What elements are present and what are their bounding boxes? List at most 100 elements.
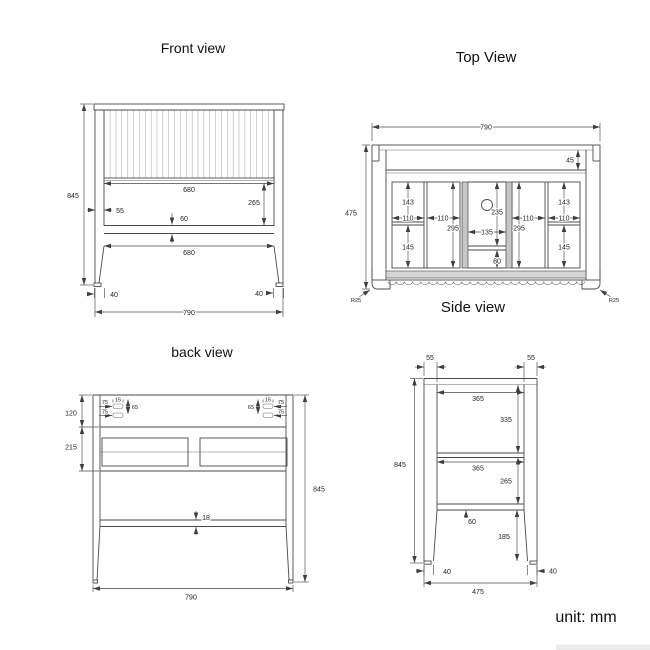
dim-front-opening-width: 680 [183,187,195,194]
back-keyhole-slot-left-top [112,403,124,409]
side-view-outline [423,378,538,565]
back-keyhole-slot-right-bottom [262,412,274,418]
back-view-title: back view [171,344,233,360]
top-front-rail [385,270,587,279]
dim-top-right-inner-width: 110 [522,216,533,223]
dim-front-overall-height: 845 [67,193,79,200]
dim-side-back-leg-width: 55 [527,355,535,362]
front-view: Front view 845 680 265 55 60 680 40 40 7… [66,40,285,318]
dim-front-overall-width: 790 [183,310,195,317]
dim-back-slot-right-width: 15 [265,398,271,404]
back-right-foot [288,579,294,584]
front-right-leg [273,245,280,284]
dim-back-slot-left-offset-top: 75 [102,400,108,406]
dim-side-overall-height: 845 [394,462,406,469]
front-view-title: Front view [161,40,226,56]
top-fluted-front-edge [387,281,586,285]
side-front-leg [433,509,438,562]
back-view: back view 120 215 845 790 18 75 15 65 75… [64,344,326,603]
dim-top-corner-radius-left: R25 [351,298,361,304]
dim-side-lower-cavity: 265 [500,479,512,486]
dim-back-slot-right-spacing: 65 [248,405,254,411]
top-view-dimension-lines [358,123,612,298]
back-view-outline [92,394,294,584]
front-view-outline [93,103,285,287]
top-center-divider-left [461,181,469,269]
back-right-panel [199,437,288,467]
dim-top-right-outer-width: 110 [558,216,569,223]
dim-side-overall-depth: 475 [472,589,484,596]
back-view-labels: back view 120 215 845 790 18 75 15 65 75… [64,344,326,603]
back-left-foot [92,579,98,584]
side-view: Side view 55 55 365 335 845 365 265 60 1… [393,299,558,597]
side-view-title: Side view [441,299,505,316]
dim-top-right-outer-depth-bottom: 145 [558,245,570,252]
front-right-foot [275,282,284,287]
bottom-right-artifact [556,644,650,650]
back-keyhole-slot-left-bottom [112,412,124,418]
dim-side-foot-inset-back: 40 [549,569,557,576]
dim-top-left-outer-width: 110 [402,216,413,223]
dim-top-left-outer-depth-bottom: 145 [402,245,414,252]
top-center-divider-right [505,181,513,269]
side-back-foot [529,560,538,565]
front-left-foot [93,282,102,287]
top-view-title: Top View [456,49,517,66]
dim-front-shelf-gap: 60 [180,216,188,223]
footer: unit: mm [555,609,650,650]
dim-side-foot-inset-front: 40 [443,569,451,576]
dim-front-foot-inset-right: 40 [255,291,263,298]
dim-back-overall-height: 845 [313,487,325,494]
top-view-labels: Top View 790 475 45 143 110 145 110 295 … [344,49,621,305]
front-fluted-panel [103,109,275,179]
dim-top-corner-radius-right: R25 [609,298,619,304]
dim-back-panel-section: 215 [65,445,77,452]
dim-front-opening-height: 265 [248,200,260,207]
dim-top-overall-depth: 475 [345,211,357,218]
side-front-foot [423,560,432,565]
front-countertop [93,103,285,111]
dim-top-overall-width: 790 [480,125,492,132]
dim-back-slot-left-spacing: 65 [132,405,138,411]
dim-back-slot-right-offset-top: 75 [278,400,284,406]
dim-top-back-rail: 45 [566,158,574,165]
dim-side-inner-depth-upper: 365 [472,396,484,403]
dim-front-foot-inset-left: 40 [110,292,118,299]
front-left-leg [98,245,105,284]
dim-front-opening-width-bottom: 680 [183,250,195,257]
back-left-leg [96,525,101,581]
back-keyhole-slot-right-top [262,403,274,409]
back-left-panel [101,437,189,467]
dim-top-center-back: 80 [493,259,501,266]
dim-top-left-outer-depth-top: 143 [402,200,414,207]
dim-back-slot-left-width: 15 [115,398,121,404]
side-view-dimension-lines [410,362,546,587]
top-cable-hole [481,199,493,211]
dim-side-shelf-thickness: 60 [468,519,476,526]
dim-back-slot-left-offset-bottom: 75 [102,410,108,416]
dim-side-front-leg-width: 55 [426,355,434,362]
dim-back-top-section: 120 [65,411,77,418]
dim-back-shelf-thickness: 18 [202,515,210,522]
top-left-corner-tab [371,268,391,290]
dim-front-side-inset: 55 [116,208,124,215]
back-view-dimension-lines [79,394,309,592]
dim-back-overall-width: 790 [185,595,197,602]
dim-top-right-inner-depth: 295 [513,226,525,233]
dim-top-right-outer-depth-top: 143 [558,200,570,207]
dim-top-center-depth: 235 [491,210,503,217]
side-back-leg [523,509,528,562]
top-right-corner-tab [581,268,601,290]
side-view-labels: Side view 55 55 365 335 845 365 265 60 1… [393,299,558,597]
dim-top-left-inner-depth: 295 [447,226,459,233]
front-view-labels: Front view 845 680 265 55 60 680 40 40 7… [66,40,264,318]
top-view-outline [371,144,601,290]
back-right-leg [285,525,290,581]
dim-side-inner-depth-lower: 365 [472,466,484,473]
unit-label: unit: mm [555,609,616,626]
top-view: Top View 790 475 45 143 110 145 110 295 … [344,49,621,305]
dim-back-slot-right-offset-bottom: 75 [278,410,284,416]
dim-side-upper-cavity: 335 [500,417,512,424]
dim-top-center-width: 135 [481,230,493,237]
